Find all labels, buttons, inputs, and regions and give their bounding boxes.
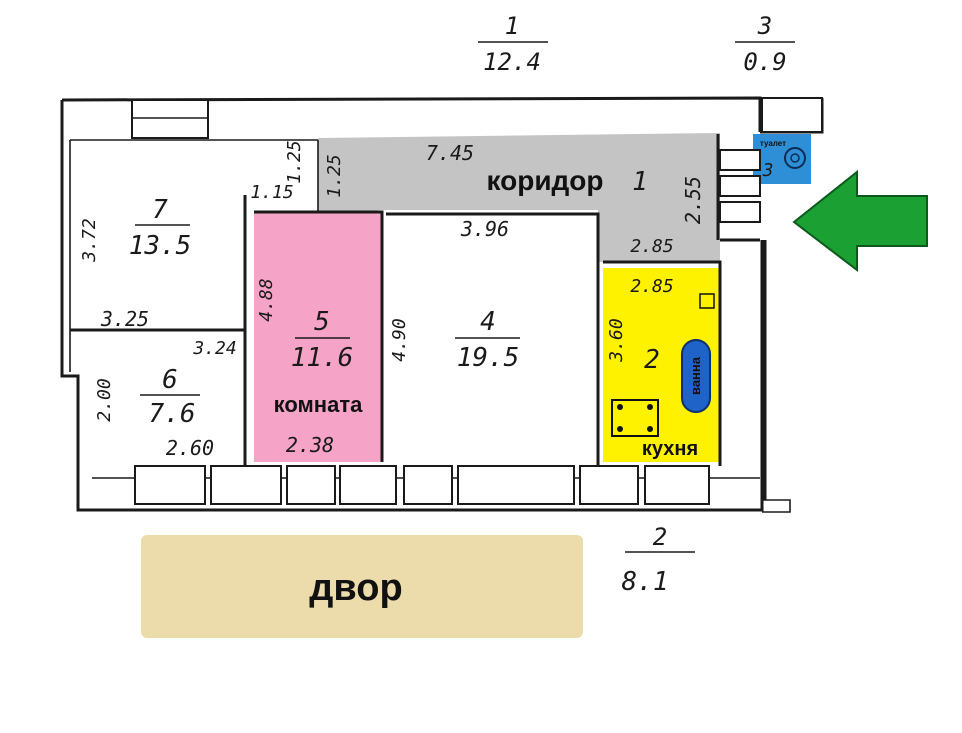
marker-bottom: 2 8.1 (622, 523, 695, 597)
toilet-fixture-icon (784, 147, 806, 169)
dim-r6-w: 2.60 (166, 436, 214, 460)
corridor-label: коридор (486, 165, 603, 196)
room-label: комната (274, 392, 363, 417)
marker-top-left: 1 12.4 (478, 12, 548, 76)
dim-k-top1: 2.85 (630, 236, 673, 257)
dim-r7-w: 3.25 (100, 307, 149, 331)
toilet-label: туалет (760, 139, 786, 148)
dim-r5-w: 2.38 (286, 433, 334, 457)
dim-c2: 1.25 (324, 154, 345, 197)
entrance-arrow-icon[interactable] (792, 169, 928, 273)
dim-r7-h: 3.72 (79, 218, 100, 262)
room-5-area: 11.6 (291, 343, 354, 373)
room-4-area: 19.5 (457, 343, 520, 373)
room-7-number: 7 (152, 195, 168, 225)
toilet-area[interactable] (753, 134, 811, 184)
room-6-area: 7.6 (149, 399, 196, 429)
room-5-area[interactable] (254, 212, 382, 462)
yard-area (141, 535, 583, 638)
dim-r4-w: 3.96 (460, 217, 509, 241)
svg-text:1: 1 (505, 12, 519, 40)
svg-text:2: 2 (653, 523, 667, 551)
corridor-number: 1 (632, 167, 648, 197)
svg-text:12.4: 12.4 (483, 48, 541, 76)
room-4-number: 4 (480, 307, 496, 337)
window-row-top (131, 97, 823, 139)
window-row-right (719, 149, 761, 223)
svg-text:8.1: 8.1 (622, 567, 669, 597)
kitchen-number: 2 (644, 345, 660, 375)
bath-fixture[interactable] (681, 339, 711, 413)
marker-top-right: 3 0.9 (735, 12, 795, 76)
outer-wall (60, 96, 764, 512)
dim-r5-h: 4.88 (256, 278, 277, 321)
dim-corridor-len: 7.45 (426, 141, 474, 165)
svg-text:0.9: 0.9 (743, 48, 786, 76)
dim-r6-top: 3.24 (192, 338, 236, 359)
bath-label: ванна (688, 356, 703, 395)
window-row-bottom (134, 465, 710, 505)
dim-r6-h: 2.00 (94, 378, 115, 421)
outer-wall-inner (69, 139, 760, 479)
room-7-area: 13.5 (129, 231, 192, 261)
interior-walls (70, 134, 722, 466)
kitchen-sink (699, 293, 715, 309)
corridor-area[interactable] (318, 133, 720, 262)
dim-k-top2: 2.85 (630, 276, 673, 297)
room-5-number: 5 (314, 307, 330, 337)
dim-c1: 1.25 (284, 140, 305, 183)
yard-label: двор (309, 567, 402, 609)
stove-icon (611, 399, 659, 437)
svg-text:3: 3 (757, 12, 772, 40)
room-6-number: 6 (162, 365, 178, 395)
toilet-number: 3 (762, 160, 774, 181)
dim-c3: 1.15 (250, 182, 293, 203)
dim-corridor-w: 2.55 (681, 176, 705, 224)
dim-r4-h: 4.90 (389, 318, 410, 361)
dim-k-h: 3.60 (606, 318, 627, 362)
outer-step (762, 499, 791, 513)
kitchen-label: кухня (642, 438, 698, 460)
